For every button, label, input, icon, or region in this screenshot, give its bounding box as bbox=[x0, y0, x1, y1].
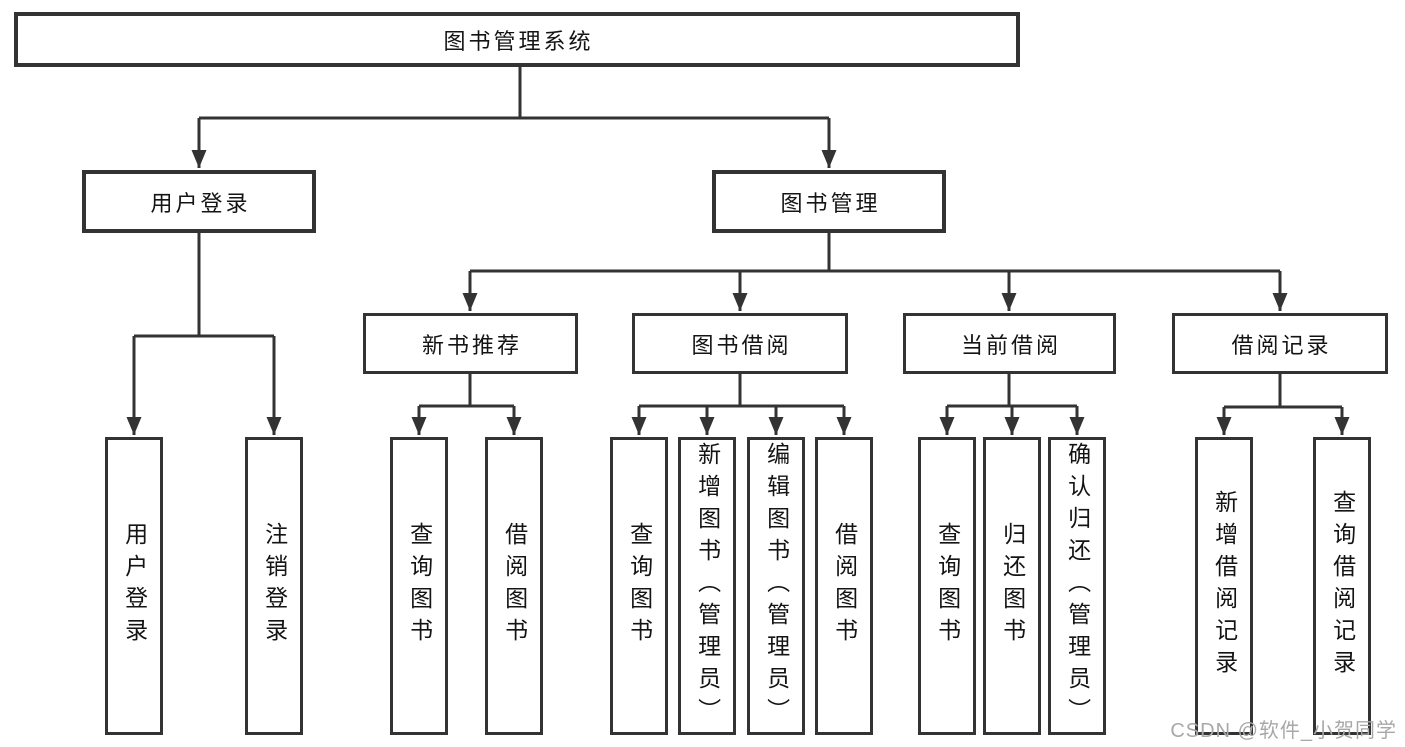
connector-new-book-children bbox=[411, 374, 522, 435]
leaf-query-books-current-label: 查询图书 bbox=[934, 522, 961, 650]
leaf-return-books-label: 归还图书 bbox=[999, 522, 1026, 650]
leaf-query-books-recommend-label: 查询图书 bbox=[406, 522, 433, 650]
node-library-system: 图书管理系统 bbox=[14, 12, 1020, 67]
leaf-logout-label: 注销登录 bbox=[261, 522, 288, 650]
leaf-query-books-recommend: 查询图书 bbox=[390, 437, 448, 735]
leaf-add-book-admin: 新增图书（管理员） bbox=[678, 437, 736, 735]
leaf-query-borrow-record: 查询借阅记录 bbox=[1313, 437, 1371, 735]
node-user-login-label: 用户登录 bbox=[150, 190, 251, 216]
node-borrow-records-label: 借阅记录 bbox=[1231, 332, 1332, 358]
node-current-borrowing-label: 当前借阅 bbox=[960, 332, 1061, 358]
leaf-borrow-books-recommend-label: 借阅图书 bbox=[501, 522, 528, 650]
node-book-borrowing: 图书借阅 bbox=[632, 313, 848, 374]
leaf-return-books: 归还图书 bbox=[983, 437, 1041, 735]
leaf-add-borrow-record: 新增借阅记录 bbox=[1195, 437, 1253, 735]
leaf-edit-book-admin-label: 编辑图书（管理员） bbox=[763, 442, 790, 730]
connector-user-login-children bbox=[126, 233, 282, 435]
connector-book-management-children bbox=[462, 233, 1288, 311]
node-new-book-recommend: 新书推荐 bbox=[363, 313, 578, 374]
connector-root-to-level2 bbox=[191, 67, 837, 168]
node-book-management: 图书管理 bbox=[712, 170, 946, 233]
leaf-confirm-return-admin-label: 确认归还（管理员） bbox=[1064, 442, 1091, 730]
leaf-user-login: 用户登录 bbox=[105, 437, 163, 735]
leaf-borrow-books-borrowing: 借阅图书 bbox=[815, 437, 873, 735]
leaf-query-books-current: 查询图书 bbox=[918, 437, 976, 735]
leaf-query-borrow-record-label: 查询借阅记录 bbox=[1329, 490, 1356, 682]
node-library-system-label: 图书管理系统 bbox=[443, 28, 594, 54]
node-current-borrowing: 当前借阅 bbox=[903, 313, 1116, 374]
csdn-watermark: CSDN @软件_小贺同学 bbox=[1170, 720, 1397, 742]
node-new-book-recommend-label: 新书推荐 bbox=[421, 332, 522, 358]
leaf-user-login-label: 用户登录 bbox=[121, 522, 148, 650]
leaf-borrow-books-borrowing-label: 借阅图书 bbox=[831, 522, 858, 650]
leaf-confirm-return-admin: 确认归还（管理员） bbox=[1048, 437, 1106, 735]
leaf-query-books-borrowing: 查询图书 bbox=[610, 437, 668, 735]
connector-current-borrowing-children bbox=[939, 374, 1085, 435]
leaf-edit-book-admin: 编辑图书（管理员） bbox=[747, 437, 805, 735]
node-book-borrowing-label: 图书借阅 bbox=[691, 332, 792, 358]
leaf-borrow-books-recommend: 借阅图书 bbox=[485, 437, 543, 735]
leaf-add-book-admin-label: 新增图书（管理员） bbox=[694, 442, 721, 730]
connector-borrow-records-children bbox=[1216, 374, 1350, 435]
connector-book-borrowing-children bbox=[631, 374, 852, 435]
leaf-logout: 注销登录 bbox=[245, 437, 303, 735]
node-user-login: 用户登录 bbox=[82, 170, 316, 233]
node-borrow-records: 借阅记录 bbox=[1172, 313, 1388, 374]
leaf-query-books-borrowing-label: 查询图书 bbox=[626, 522, 653, 650]
node-book-management-label: 图书管理 bbox=[780, 190, 881, 216]
leaf-add-borrow-record-label: 新增借阅记录 bbox=[1211, 490, 1238, 682]
